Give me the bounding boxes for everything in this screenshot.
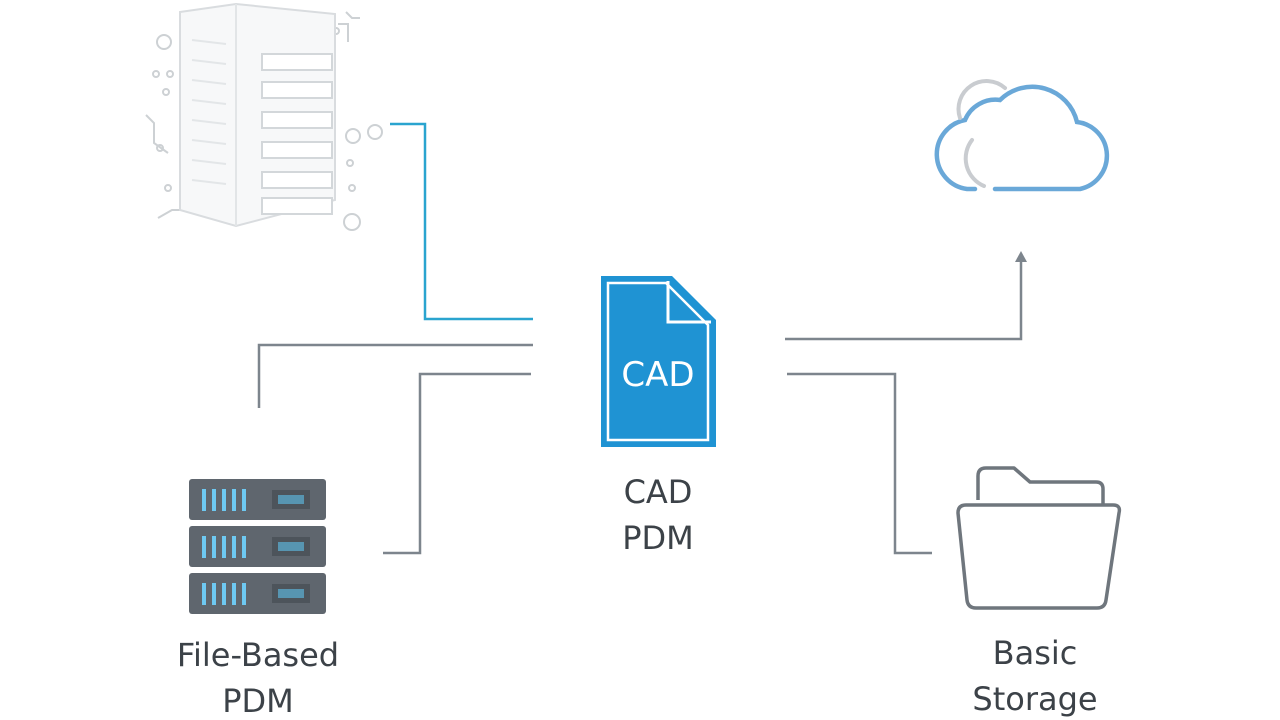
tower-server-icon — [145, 2, 383, 231]
file-based-pdm-label: File-Based PDM — [148, 632, 368, 720]
cad-pdm-label-line2: PDM — [622, 519, 694, 557]
rack-server-icon — [189, 479, 326, 614]
file-based-pdm-label-line1: File-Based — [176, 636, 340, 674]
connector-upper-left-to-cad — [257, 343, 533, 408]
cad-pdm-label-line1: CAD — [623, 473, 693, 511]
cloud-icon — [934, 79, 1110, 192]
connector-cad-to-cloud — [785, 251, 1027, 341]
connector-tower-to-cad — [390, 122, 533, 321]
cad-document-icon: CAD — [601, 276, 716, 447]
folder-icon — [956, 466, 1122, 610]
connector-cad-to-folder — [787, 372, 932, 555]
cad-document-text: CAD — [621, 355, 694, 395]
arrowhead-icon — [1015, 251, 1027, 262]
cad-pdm-label: CAD PDM — [578, 469, 738, 561]
basic-storage-label-line2: Storage — [972, 680, 1098, 718]
basic-storage-label: Basic Storage — [925, 630, 1145, 720]
basic-storage-label-line1: Basic — [992, 634, 1078, 672]
file-based-pdm-label-line2: PDM — [222, 682, 294, 720]
connector-rack-to-cad — [383, 372, 531, 555]
